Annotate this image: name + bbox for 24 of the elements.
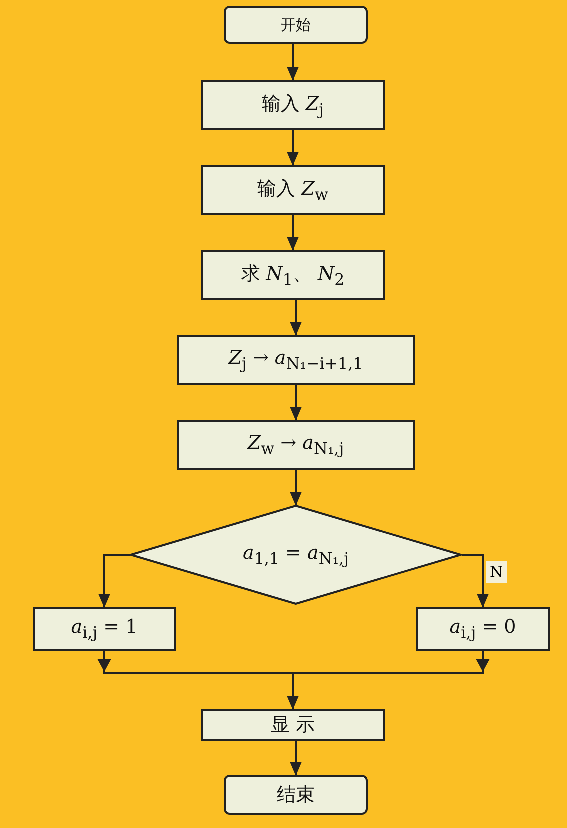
terminal-box: 结束 <box>224 775 368 815</box>
process-box: 求 N$_{1}$、 N$_{2}$ <box>201 250 385 300</box>
process-box: Z$_{j}$ → a$_{N₁−i+1,1}$ <box>177 335 415 385</box>
process-box: Z$_{w}$ → a$_{N₁,j}$ <box>177 420 415 470</box>
arrow <box>290 470 302 506</box>
arrow <box>98 554 130 608</box>
arrow <box>287 215 299 251</box>
arrow <box>293 651 490 674</box>
arrow <box>287 130 299 166</box>
decision-diamond: a$_{1,1}$ = a$_{N₁,j}$ <box>130 505 462 605</box>
arrow <box>98 651 293 674</box>
process-box: a$_{i,j}$ = 1 <box>33 607 176 651</box>
arrow <box>287 44 299 81</box>
arrow <box>287 673 299 710</box>
arrow <box>462 554 489 608</box>
process-box: 输入 Z$_{w}$ <box>201 165 385 215</box>
process-box: 显 示 <box>201 709 385 741</box>
process-box: 输入 Z$_{j}$ <box>201 80 385 130</box>
arrow <box>290 741 302 776</box>
terminal-box: 开始 <box>224 6 368 44</box>
edge-label: N <box>486 561 508 583</box>
arrow <box>290 385 302 421</box>
process-box: a$_{i,j}$ = 0 <box>416 607 550 651</box>
arrow <box>290 300 302 336</box>
